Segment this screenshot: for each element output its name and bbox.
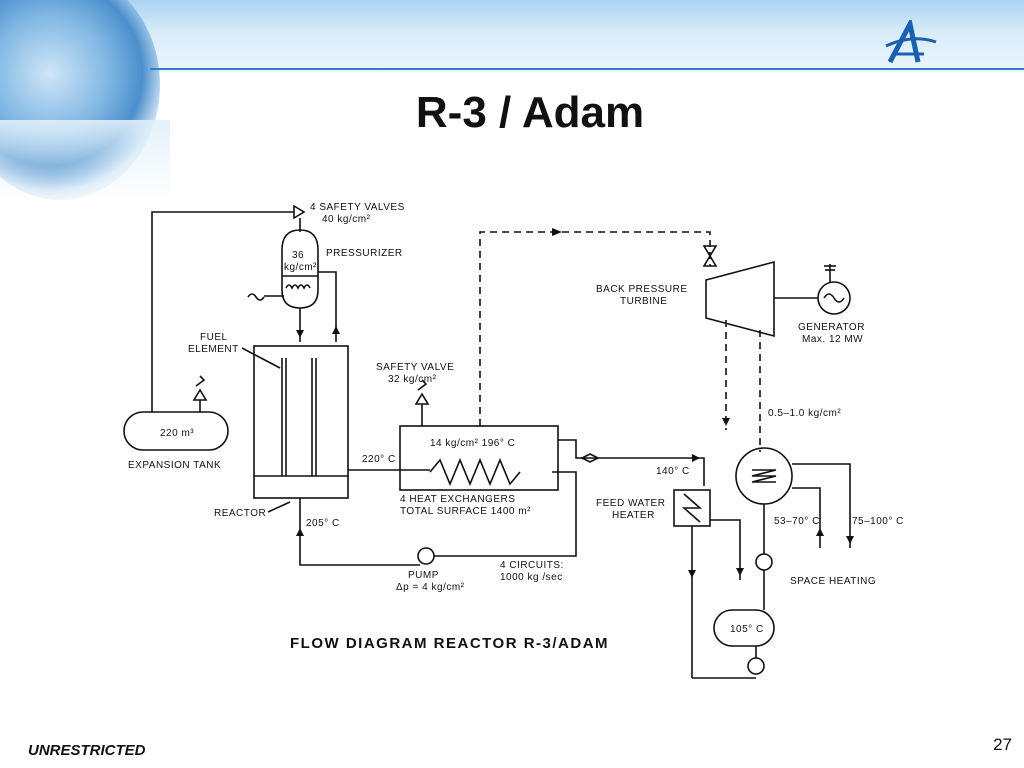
temp-75-100-label: 75–100° C	[852, 516, 904, 527]
flow-diagram: 220 m³ EXPANSION TANK 4 SAFETY VALVES 40…	[123, 202, 904, 679]
steam-line	[479, 231, 711, 426]
condensate-pump-icon	[755, 553, 773, 571]
pump-icon	[417, 547, 435, 565]
header-band	[0, 0, 1024, 72]
temp-140-label: 140° C	[656, 466, 690, 477]
expansion-tank	[123, 411, 229, 451]
header-divider	[150, 68, 1024, 70]
expansion-valve-icon	[192, 388, 208, 401]
tank-105-label: 105° C	[730, 624, 764, 635]
temp-53-70-label: 53–70° C	[774, 516, 820, 527]
generator-icon	[817, 281, 851, 315]
exhaust-pressure-label: 0.5–1.0 kg/cm²	[768, 408, 841, 419]
hx-label-2: TOTAL SURFACE 1400 m²	[400, 506, 531, 517]
feed-water-label-2: HEATER	[612, 510, 655, 521]
pressurizer-pressure-label-1: 36	[292, 250, 304, 261]
pump-label-1: PUMP	[408, 570, 439, 581]
reactor	[253, 345, 349, 499]
hx-safety-valve-icon	[414, 392, 430, 405]
expansion-tank-volume-label: 220 m³	[160, 428, 194, 439]
generator-label-1: GENERATOR	[798, 322, 865, 333]
expansion-tank-label: EXPANSION TANK	[128, 460, 221, 471]
safety-valves-label-1: 4 SAFETY VALVES	[310, 202, 405, 213]
pump-label-2: Δp = 4 kg/cm²	[396, 582, 465, 593]
diagram-caption: FLOW DIAGRAM REACTOR R-3/ADAM	[290, 635, 609, 652]
fuel-element-label-1: FUEL	[200, 332, 228, 343]
temp-220-label: 220° C	[362, 454, 396, 465]
feed-water-label-1: FEED WATER	[596, 498, 665, 509]
expansion-line	[151, 211, 294, 412]
pressurizer-pressure-label-2: kg/cm²	[284, 262, 317, 273]
feedwater-tank	[713, 609, 775, 647]
circuits-label-1: 4 CIRCUITS:	[500, 560, 564, 571]
turbine-label-2: TURBINE	[620, 296, 667, 307]
fuel-element-label-2: ELEMENT	[188, 344, 239, 355]
safety-valve-label-2: 32 kg/cm²	[388, 374, 437, 385]
hx-coil	[429, 457, 521, 487]
hx-conditions-label: 14 kg/cm² 196° C	[430, 438, 515, 449]
page-number: 27	[993, 735, 1012, 754]
hx-label-1: 4 HEAT EXCHANGERS	[400, 494, 515, 505]
safety-valve-label-1: SAFETY VALVE	[376, 362, 454, 373]
space-heating-label: SPACE HEATING	[790, 576, 876, 587]
generator-label-2: Max. 12 MW	[802, 334, 863, 345]
atom-logo-icon	[885, 20, 937, 64]
heat-exchanger	[399, 425, 559, 491]
safety-valves-label-2: 40 kg/cm²	[322, 214, 371, 225]
heater-symbol-icon	[247, 293, 265, 301]
classification-label: UNRESTRICTED	[28, 742, 146, 759]
pressurizer	[281, 229, 319, 309]
feedwater-pump-icon	[747, 657, 765, 675]
feedwater-valve-icon	[580, 453, 600, 463]
reactor-label: REACTOR	[214, 508, 266, 519]
turbine	[705, 260, 775, 338]
globe-fade	[0, 120, 170, 200]
slide-title: R-3 / Adam	[415, 88, 645, 137]
pressurizer-label: PRESSURIZER	[326, 248, 403, 259]
safety-valves-icon	[293, 204, 306, 220]
temp-205-label: 205° C	[306, 518, 340, 529]
turbine-label-1: BACK PRESSURE	[596, 284, 688, 295]
turbine-valve-icon	[702, 245, 718, 258]
circuits-label-2: 1000 kg /sec	[500, 572, 563, 583]
